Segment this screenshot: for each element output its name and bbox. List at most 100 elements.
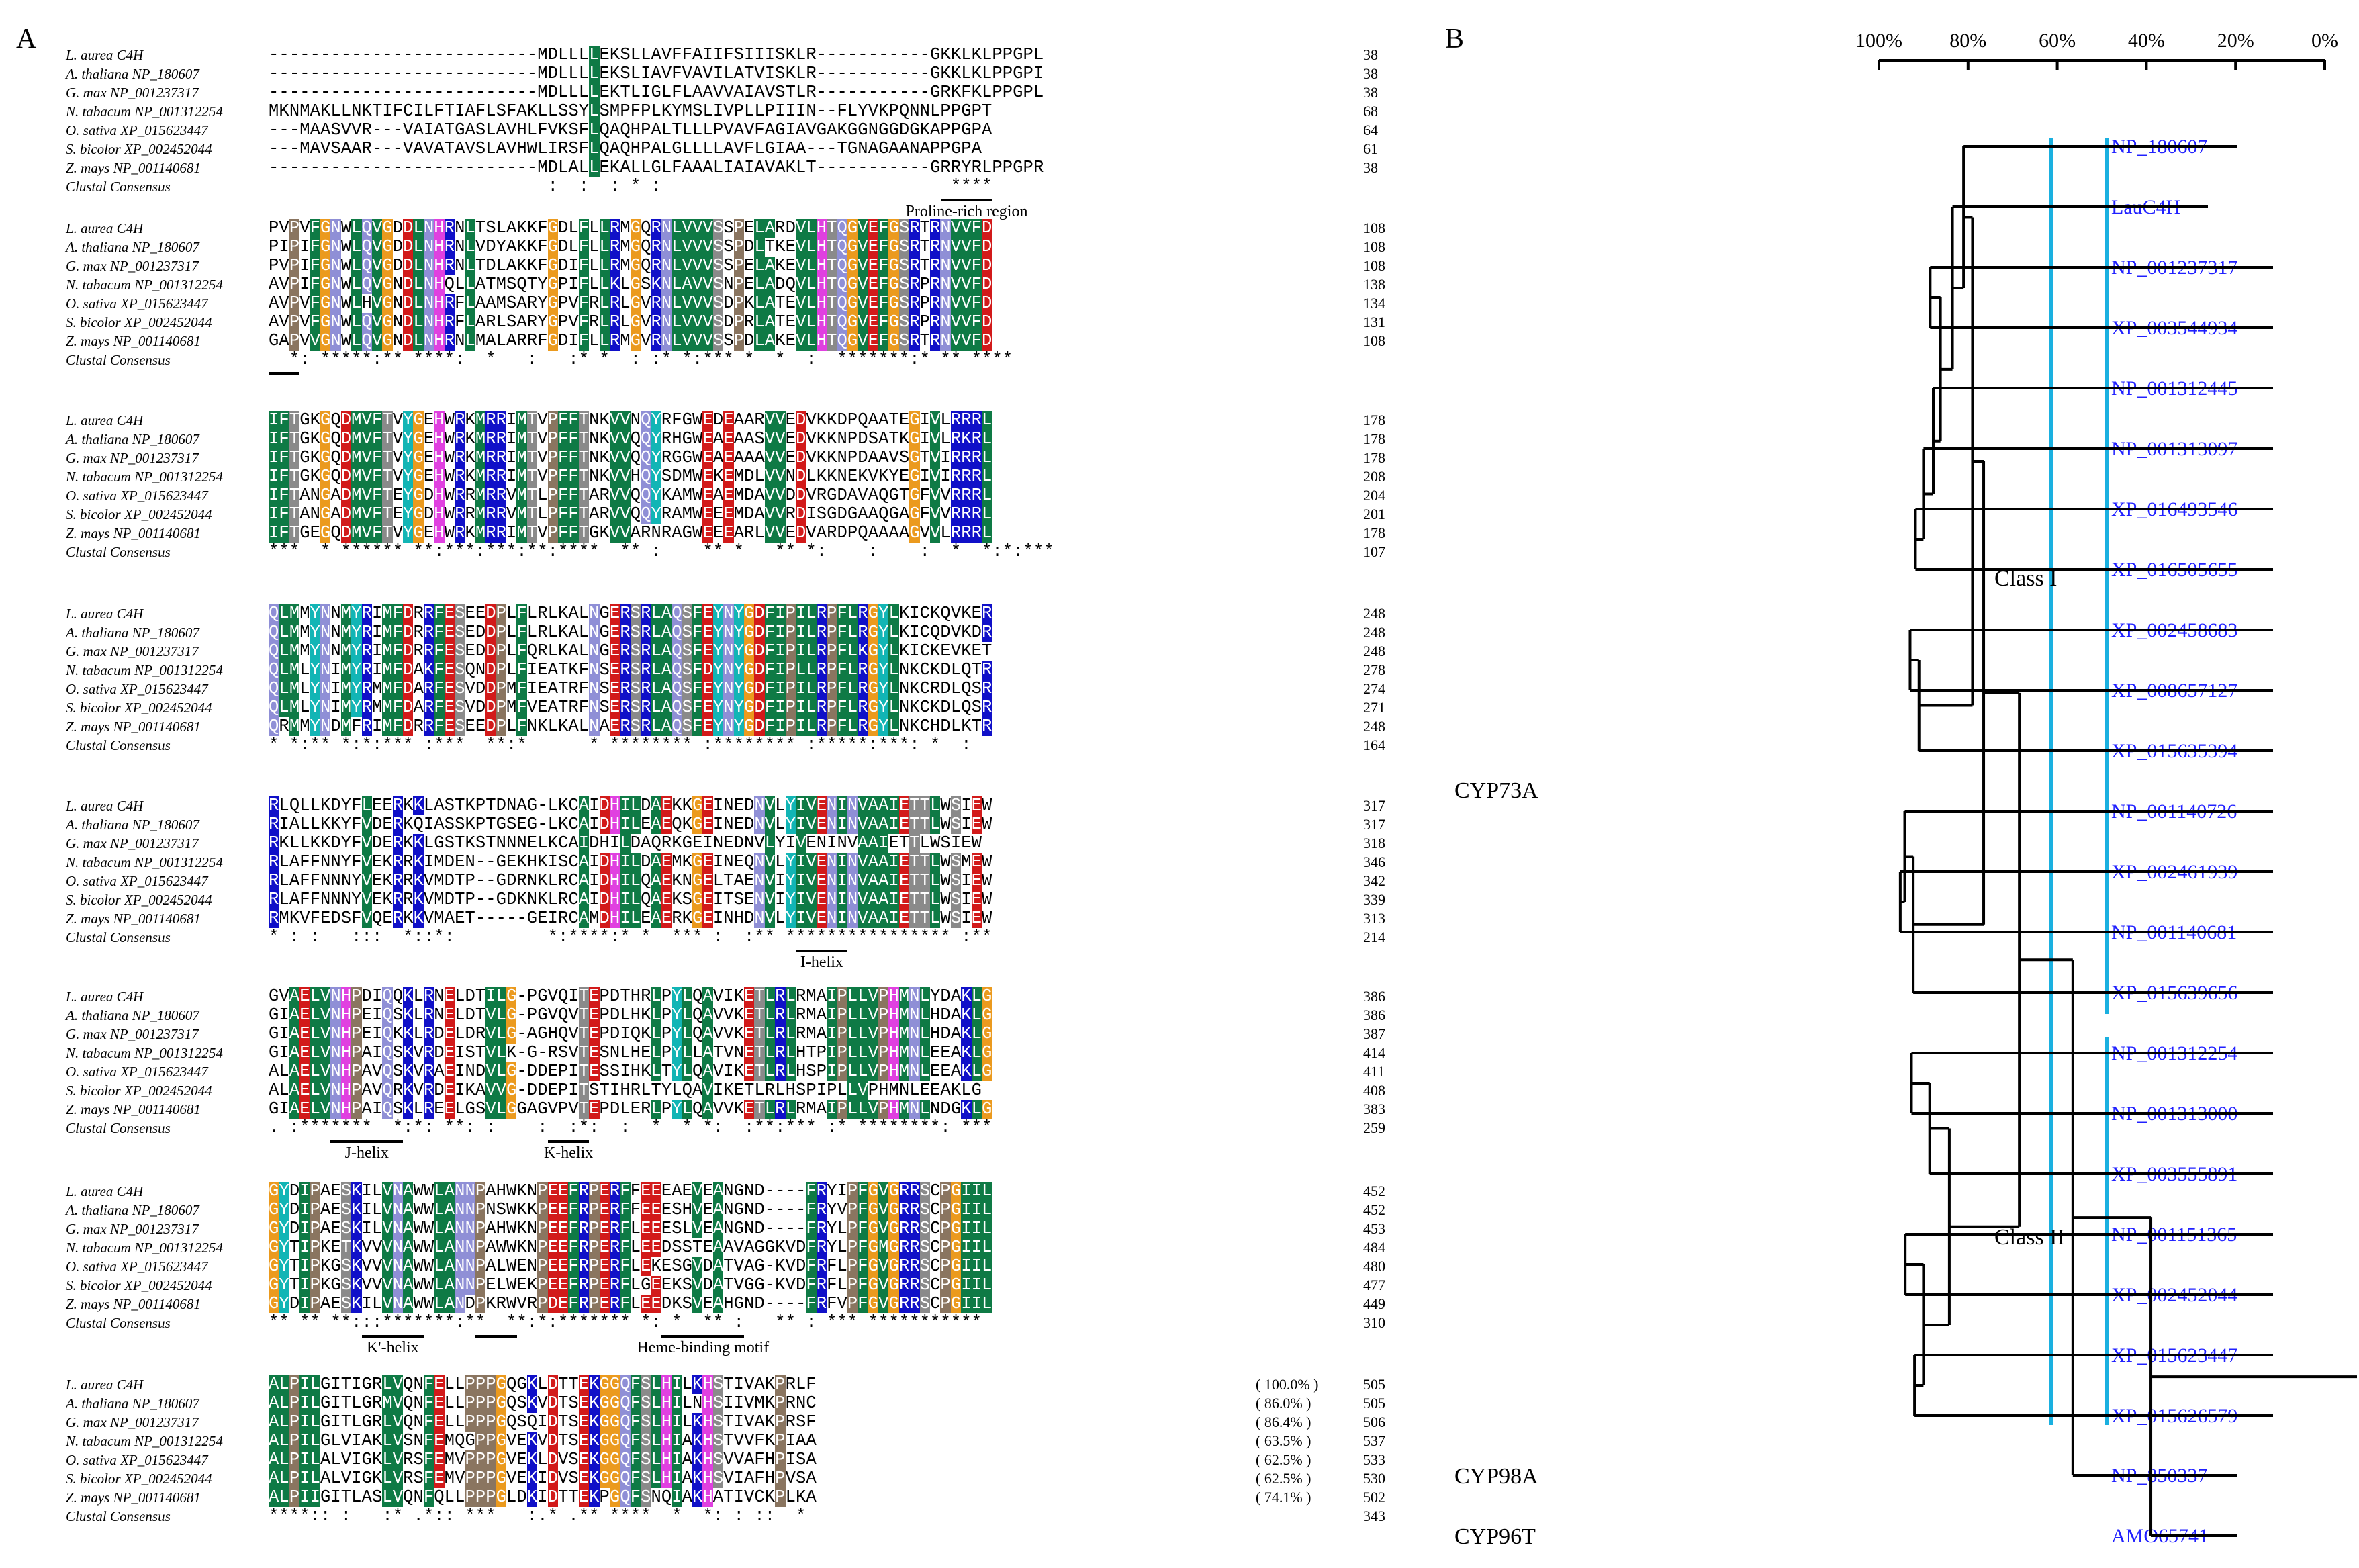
residue: R bbox=[806, 45, 817, 64]
residue: S bbox=[641, 1375, 651, 1394]
residue: E bbox=[702, 717, 713, 736]
residue: I bbox=[299, 1431, 310, 1450]
residue: V bbox=[961, 237, 972, 257]
residue: R bbox=[609, 312, 620, 332]
residue: I bbox=[733, 1393, 744, 1413]
residue: Y bbox=[827, 1181, 837, 1201]
residue: V bbox=[723, 1450, 734, 1469]
residue: K bbox=[609, 64, 620, 83]
residue: E bbox=[423, 429, 434, 449]
residue: K bbox=[526, 1487, 538, 1507]
residue: - bbox=[475, 852, 486, 872]
residue: L bbox=[465, 331, 475, 351]
residue: L bbox=[465, 256, 475, 275]
residue: D bbox=[444, 852, 455, 872]
residue: L bbox=[279, 1412, 289, 1432]
residue: S bbox=[950, 909, 962, 928]
residue: V bbox=[744, 1375, 755, 1394]
residue: K bbox=[516, 890, 527, 909]
residue: - bbox=[361, 45, 372, 64]
residue: L bbox=[672, 237, 682, 257]
residue: L bbox=[382, 1431, 393, 1450]
residue: I bbox=[919, 410, 930, 430]
residue: R bbox=[537, 641, 548, 661]
residue: E bbox=[641, 1238, 651, 1257]
residue: R bbox=[950, 523, 962, 543]
residue: R bbox=[599, 486, 610, 505]
residue: Y bbox=[651, 504, 661, 524]
residue: P bbox=[961, 139, 972, 158]
residue: T bbox=[485, 796, 496, 815]
sequence-name: A. thaliana NP_180607 bbox=[66, 817, 199, 833]
residue: Q bbox=[878, 486, 889, 505]
residue: G bbox=[682, 1256, 692, 1276]
residue: E bbox=[516, 1431, 527, 1450]
residue: E bbox=[816, 871, 827, 890]
sequence-name: A. thaliana NP_180607 bbox=[66, 239, 199, 255]
sequence-row: RLAFFNNNYVEKRRKVMDTP--GDRNKLRCAIDHILQAEK… bbox=[269, 872, 992, 890]
residue: E bbox=[702, 1219, 713, 1238]
residue: A bbox=[444, 1294, 455, 1313]
scale-label: 40% bbox=[2128, 30, 2165, 52]
residue: I bbox=[547, 139, 558, 158]
residue: T bbox=[827, 331, 837, 351]
residue: G bbox=[981, 1024, 992, 1044]
sequence-name: N. tabacum NP_001312254 bbox=[66, 1433, 223, 1449]
residue: G bbox=[847, 312, 858, 332]
residue: G bbox=[506, 1005, 517, 1025]
residue: I bbox=[506, 448, 517, 467]
residue: L bbox=[764, 1043, 776, 1062]
residue: G bbox=[599, 1431, 610, 1450]
residue: G bbox=[320, 504, 331, 524]
residue: L bbox=[672, 293, 682, 313]
residue: L bbox=[754, 312, 765, 332]
residue: E bbox=[465, 717, 475, 736]
residue: L bbox=[981, 158, 992, 177]
residue: G bbox=[971, 1080, 982, 1100]
residue: M bbox=[733, 467, 744, 486]
residue: V bbox=[299, 331, 310, 351]
residue: F bbox=[557, 523, 569, 543]
residue: K bbox=[858, 467, 868, 486]
residue: K bbox=[971, 45, 982, 64]
residue: K bbox=[672, 833, 682, 853]
residue: T bbox=[744, 1080, 755, 1100]
residue: L bbox=[919, 1043, 930, 1062]
residue: L bbox=[578, 622, 590, 642]
residue: I bbox=[961, 1200, 972, 1219]
residue: G bbox=[961, 120, 972, 140]
residue: E bbox=[434, 1450, 445, 1469]
residue: N bbox=[723, 815, 734, 834]
residue: T bbox=[578, 467, 590, 486]
residue: L bbox=[661, 83, 672, 102]
residue: D bbox=[858, 429, 868, 449]
residue: P bbox=[289, 237, 300, 257]
residue: R bbox=[909, 1219, 920, 1238]
residue: I bbox=[775, 871, 786, 890]
residue: L bbox=[599, 237, 610, 257]
residue: P bbox=[351, 1062, 362, 1081]
residue: V bbox=[692, 1256, 703, 1276]
residue: K bbox=[651, 1256, 661, 1276]
residue: H bbox=[434, 275, 445, 294]
residue: P bbox=[827, 717, 837, 736]
sequence-name: S. bicolor XP_002452044 bbox=[66, 314, 212, 330]
residue: I bbox=[672, 1431, 682, 1450]
residue: A bbox=[361, 1080, 372, 1100]
residue: S bbox=[950, 890, 962, 909]
residue: A bbox=[578, 871, 590, 890]
residue: L bbox=[940, 429, 951, 449]
residue: A bbox=[816, 1005, 827, 1025]
residue: D bbox=[754, 604, 765, 623]
sequence-name: S. bicolor XP_002452044 bbox=[66, 141, 212, 157]
residue: V bbox=[641, 312, 651, 332]
residue: L bbox=[919, 1062, 930, 1081]
residue: G bbox=[320, 1487, 331, 1507]
residue: P bbox=[496, 622, 506, 642]
residue: - bbox=[847, 64, 858, 83]
residue: A bbox=[630, 523, 641, 543]
residue: D bbox=[475, 1062, 486, 1081]
residue: D bbox=[403, 698, 414, 717]
residue: R bbox=[485, 448, 496, 467]
residue: - bbox=[485, 158, 496, 177]
